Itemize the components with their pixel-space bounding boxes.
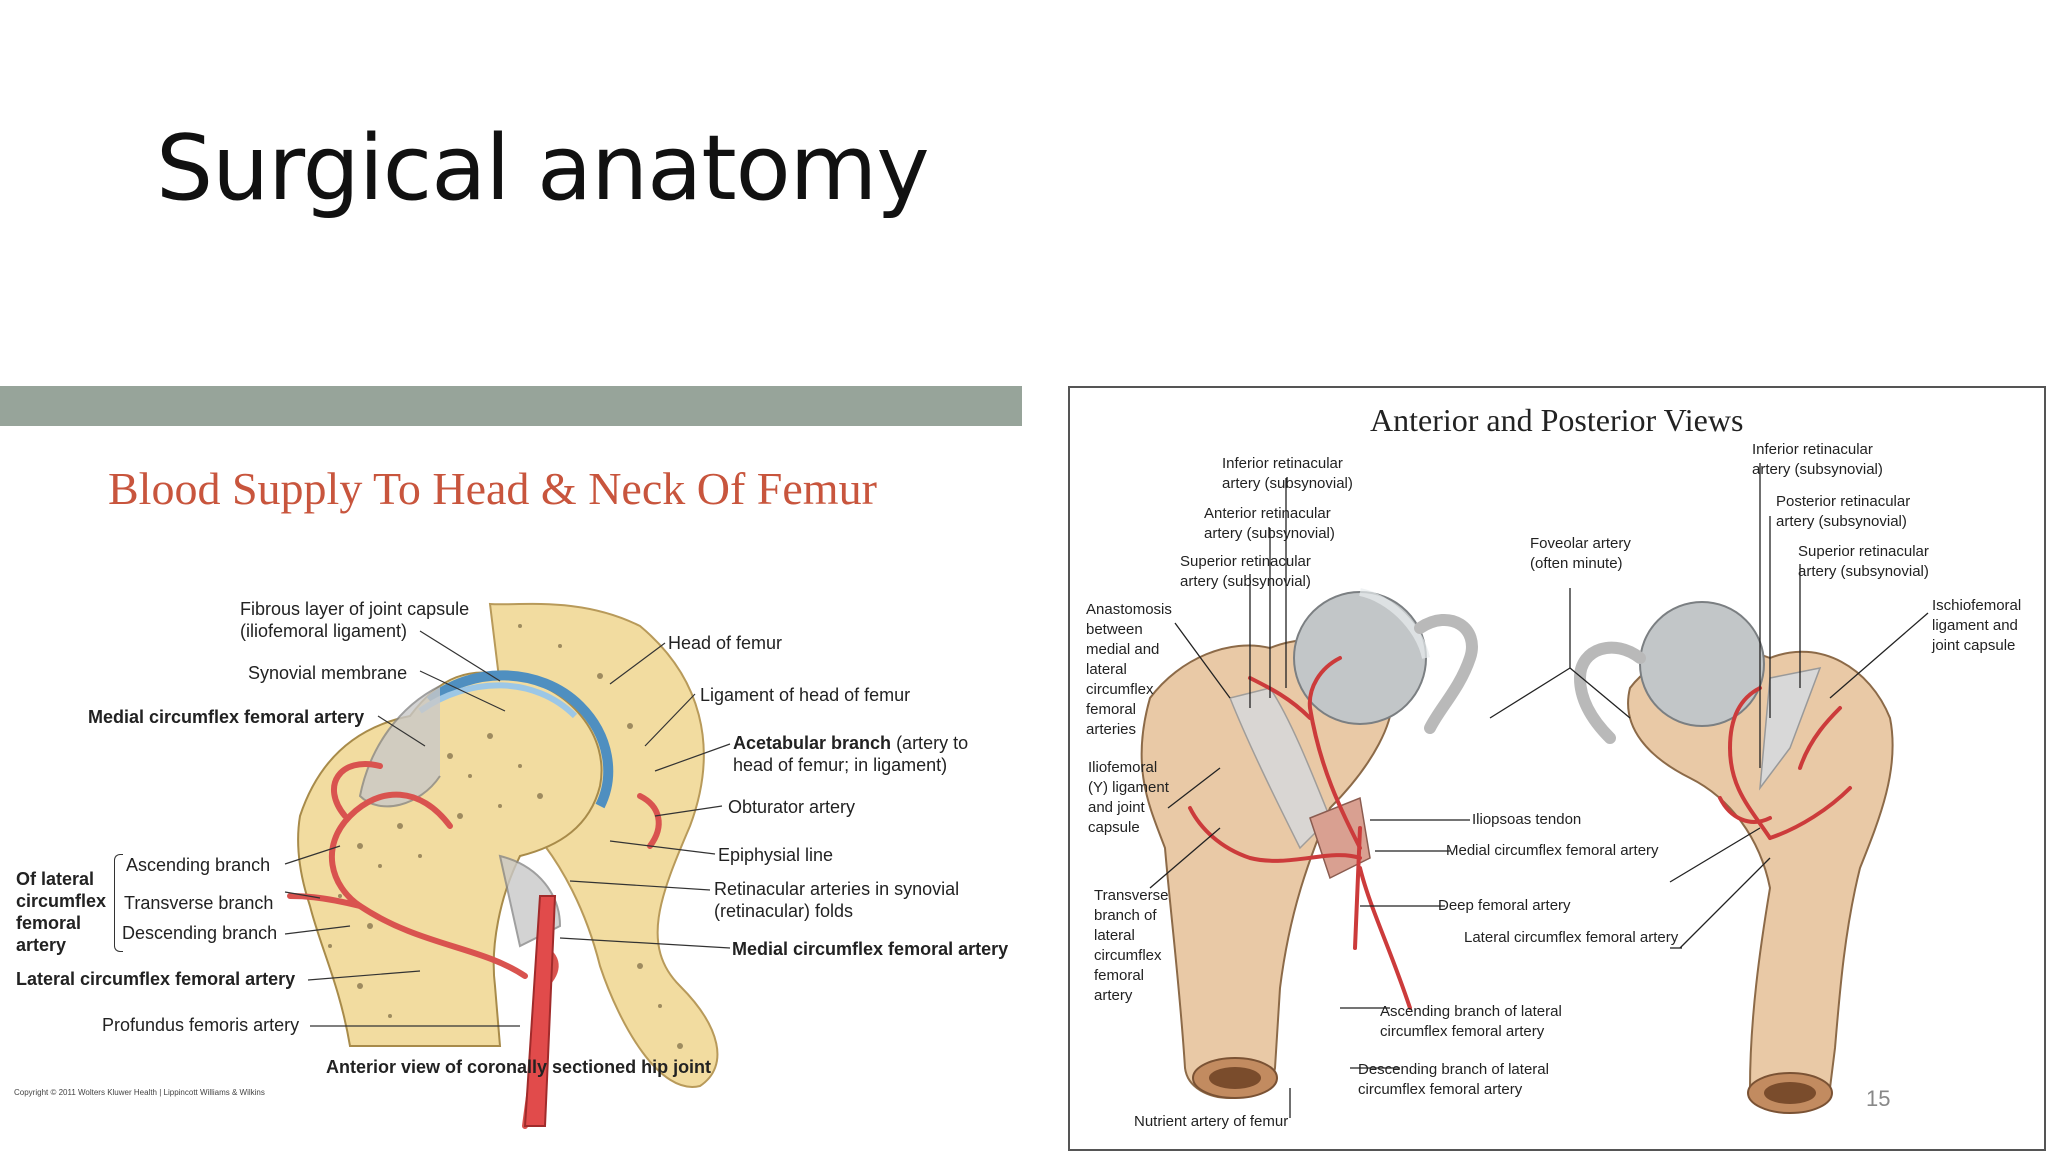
label-medial-circ-bottom: Medial circumflex femoral artery bbox=[732, 939, 1009, 959]
label-fibrous-layer-2: (iliofemoral ligament) bbox=[240, 621, 408, 641]
label-sup-ret-l2: artery (subsynovial) bbox=[1180, 573, 1311, 590]
label-sup-ret-r: Superior retinacular bbox=[1798, 543, 1929, 560]
label-obturator: Obturator artery bbox=[728, 797, 856, 817]
label-anast-2: between bbox=[1086, 621, 1143, 638]
label-head-femur: Head of femur bbox=[668, 633, 783, 653]
label-ant-ret: Anterior retinacular bbox=[1204, 505, 1331, 522]
label-asc-2: circumflex femoral artery bbox=[1380, 1023, 1545, 1040]
label-lateral-circ: Lateral circumflex femoral artery bbox=[16, 969, 296, 989]
label-profundus: Profundus femoris artery bbox=[102, 1015, 300, 1035]
figure-right-title: Anterior and Posterior Views bbox=[1370, 402, 1744, 438]
label-trans-5: femoral bbox=[1094, 967, 1145, 984]
label-anast-4: lateral bbox=[1086, 661, 1127, 678]
label-ischio-2: ligament and bbox=[1932, 617, 2018, 634]
label-lat-circ: Lateral circumflex femoral artery bbox=[1464, 929, 1679, 946]
label-ant-ret2: artery (subsynovial) bbox=[1204, 525, 1335, 542]
label-circumflex: circumflex bbox=[16, 891, 107, 911]
femur-views-illustration bbox=[1140, 463, 1929, 1118]
label-anast-5: circumflex bbox=[1086, 681, 1154, 698]
label-ascending: Ascending branch bbox=[126, 855, 271, 875]
figure-right: Anterior and Posterior Views Inferior re… bbox=[1068, 386, 2046, 1151]
label-post-ret: Posterior retinacular bbox=[1776, 493, 1911, 510]
label-nutrient: Nutrient artery of femur bbox=[1134, 1113, 1289, 1130]
hip-joint-illustration bbox=[284, 602, 731, 1129]
page-number: 15 bbox=[1866, 1086, 1891, 1111]
label-ilio-4: capsule bbox=[1088, 819, 1140, 836]
label-transverse: Transverse branch bbox=[124, 893, 274, 913]
label-trans-3: lateral bbox=[1094, 927, 1135, 944]
label-trans-4: circumflex bbox=[1094, 947, 1162, 964]
label-ilio-1: Iliofemoral bbox=[1088, 759, 1158, 776]
label-ischio-3: joint capsule bbox=[1932, 637, 2016, 654]
label-anast-1: Anastomosis bbox=[1086, 601, 1172, 618]
label-acetabular: Acetabular branch (artery to bbox=[733, 732, 968, 754]
label-trans-1: Transverse bbox=[1094, 887, 1169, 904]
label-retinacular: Retinacular arteries in synovial bbox=[714, 879, 960, 899]
label-medial-circ: Medial circumflex femoral artery bbox=[1446, 842, 1659, 859]
label-ilio-2: (Y) ligament bbox=[1088, 779, 1169, 796]
copyright: Copyright © 2011 Wolters Kluwer Health |… bbox=[14, 1088, 265, 1097]
figure-left-title: Blood Supply To Head & Neck Of Femur bbox=[108, 463, 877, 514]
label-inf-ret-r: Inferior retinacular bbox=[1752, 441, 1873, 458]
label-deep-fem: Deep femoral artery bbox=[1438, 897, 1571, 914]
header-band bbox=[0, 386, 1022, 426]
label-retinacular-2: (retinacular) folds bbox=[714, 901, 854, 921]
label-acetabular-2: head of femur; in ligament) bbox=[733, 755, 948, 775]
label-foveolar-2: (often minute) bbox=[1530, 555, 1623, 572]
label-acetabular-rest: (artery to bbox=[896, 733, 969, 753]
label-synovial: Synovial membrane bbox=[248, 663, 408, 683]
label-anast-6: femoral bbox=[1086, 701, 1137, 718]
label-trans-2: branch of bbox=[1094, 907, 1157, 924]
label-of-lateral: Of lateral bbox=[16, 869, 95, 889]
figure-left: Blood Supply To Head & Neck Of Femur Fib… bbox=[0, 426, 1022, 1152]
label-inf-ret-l: Inferior retinacular bbox=[1222, 455, 1343, 472]
label-femoral: femoral bbox=[16, 913, 82, 933]
label-desc-1: Descending branch of lateral bbox=[1358, 1061, 1549, 1078]
label-anast-3: medial and bbox=[1086, 641, 1160, 658]
label-epiphysial: Epiphysial line bbox=[718, 845, 834, 865]
figure-left-caption: Anterior view of coronally sectioned hip… bbox=[326, 1057, 712, 1077]
label-asc-1: Ascending branch of lateral bbox=[1380, 1003, 1562, 1020]
label-anast-7: arteries bbox=[1086, 721, 1137, 738]
label-desc-2: circumflex femoral artery bbox=[1358, 1081, 1523, 1098]
label-iliopsoas: Iliopsoas tendon bbox=[1472, 811, 1582, 828]
label-sup-ret-r2: artery (subsynovial) bbox=[1798, 563, 1929, 580]
label-sup-ret-l: Superior retinacular bbox=[1180, 553, 1311, 570]
label-inf-ret-l2: artery (subsynovial) bbox=[1222, 475, 1353, 492]
label-medial-circ-top: Medial circumflex femoral artery bbox=[88, 707, 365, 727]
label-post-ret2: artery (subsynovial) bbox=[1776, 513, 1907, 530]
label-lig-head: Ligament of head of femur bbox=[700, 685, 911, 705]
brace bbox=[114, 854, 123, 952]
slide-title: Surgical anatomy bbox=[156, 116, 930, 221]
label-artery: artery bbox=[16, 935, 67, 955]
label-trans-6: artery bbox=[1094, 987, 1133, 1004]
label-acetabular-bold: Acetabular branch bbox=[733, 733, 892, 753]
label-fibrous-layer: Fibrous layer of joint capsule bbox=[240, 599, 470, 619]
label-ischio-1: Ischiofemoral bbox=[1932, 597, 2022, 614]
label-inf-ret-r2: artery (subsynovial) bbox=[1752, 461, 1883, 478]
label-descending: Descending branch bbox=[122, 923, 278, 943]
label-ilio-3: and joint bbox=[1088, 799, 1145, 816]
label-foveolar: Foveolar artery bbox=[1530, 535, 1631, 552]
